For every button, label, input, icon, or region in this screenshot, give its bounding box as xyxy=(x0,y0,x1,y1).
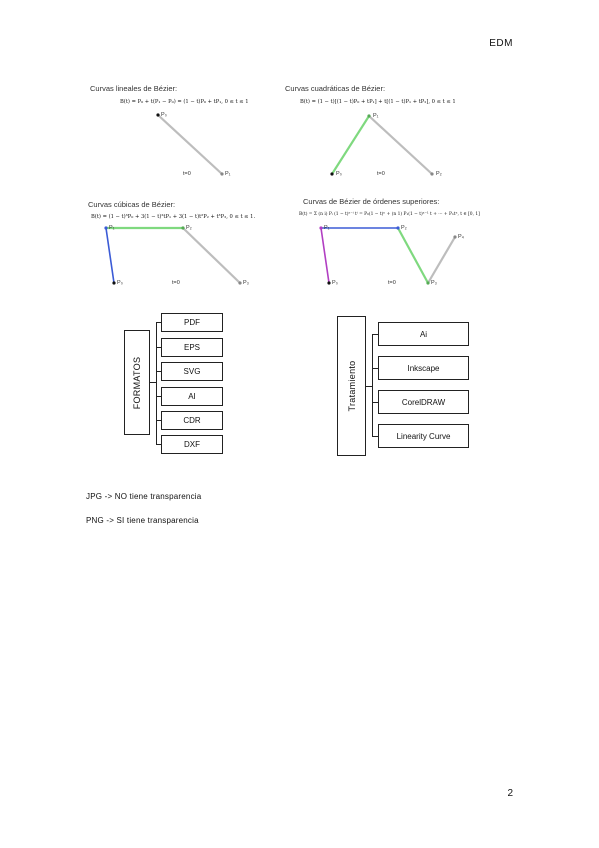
tratamiento-spine xyxy=(372,334,373,437)
software-ai: Ai xyxy=(378,322,469,346)
quadratic-point-p2 xyxy=(430,172,434,176)
quadratic-bezier-formula: B(t) = (1 − t)[(1 − t)P₀ + tP₁] + t[(1 −… xyxy=(300,99,456,105)
formatos-branch xyxy=(156,420,162,421)
tratamiento-connector xyxy=(366,386,372,387)
higher-label-p2: P₂ xyxy=(401,225,407,231)
higher-point-p1 xyxy=(319,226,323,230)
linear-label-t: t=0 xyxy=(183,171,191,177)
note-jpg: JPG -> NO tiene transparencia xyxy=(86,492,202,501)
higher-segment-4 xyxy=(427,236,456,284)
higher-point-p2 xyxy=(396,226,400,230)
cubic-label-p3: P₃ xyxy=(243,280,249,286)
cubic-point-p1 xyxy=(104,226,108,230)
formato-pdf: PDF xyxy=(161,313,223,332)
higher-segment-1 xyxy=(320,227,330,284)
cubic-segment-1 xyxy=(105,227,115,284)
formato-cdr: CDR xyxy=(161,411,223,430)
formatos-label: FORMATOS xyxy=(132,356,142,409)
higher-label-t: t=0 xyxy=(388,280,396,286)
cubic-point-p2 xyxy=(181,226,185,230)
higher-point-p3 xyxy=(426,281,430,285)
software-linearity-curve: Linearity Curve xyxy=(378,424,469,448)
cubic-point-p3 xyxy=(238,281,242,285)
linear-segment xyxy=(157,114,223,175)
formatos-label-box: FORMATOS xyxy=(124,330,150,435)
cubic-point-p0 xyxy=(112,281,116,285)
tratamiento-branch xyxy=(372,368,379,369)
higher-point-p4 xyxy=(453,235,457,239)
tratamiento-branch xyxy=(372,402,379,403)
higher-bezier-title: Curvas de Bézier de órdenes superiores: xyxy=(303,197,440,206)
formatos-spine xyxy=(156,322,157,444)
tratamiento-label: Tratamiento xyxy=(346,360,357,412)
quadratic-bezier-title: Curvas cuadráticas de Bézier: xyxy=(285,84,386,93)
quadratic-point-p1 xyxy=(367,114,371,118)
quadratic-label-p0: P₀ xyxy=(336,171,342,177)
document-header: EDM xyxy=(489,38,513,49)
higher-segment-3 xyxy=(397,227,429,284)
formatos-branch xyxy=(156,371,162,372)
quadratic-segment-2 xyxy=(368,115,433,175)
tratamiento-branch xyxy=(372,334,379,335)
formato-ai: AI xyxy=(161,387,223,406)
formato-eps: EPS xyxy=(161,338,223,357)
formatos-branch xyxy=(156,347,162,348)
linear-label-p1: P₁ xyxy=(225,171,231,177)
formatos-branch xyxy=(156,444,162,445)
quadratic-label-t: t=0 xyxy=(377,171,385,177)
higher-label-p4: P₄ xyxy=(458,234,464,240)
formatos-branch xyxy=(156,396,162,397)
tratamiento-label-box: Tratamiento xyxy=(337,316,366,456)
quadratic-label-p2: P₂ xyxy=(436,171,442,177)
quadratic-label-p1: P₁ xyxy=(373,113,379,119)
cubic-label-t: t=0 xyxy=(172,280,180,286)
cubic-label-p1: P₁ xyxy=(109,225,115,231)
higher-bezier-formula: B(t) = Σ (n i) Pᵢ (1 − t)ⁿ⁻ⁱ tⁱ = P₀(1 −… xyxy=(299,212,480,217)
linear-point-p0 xyxy=(156,113,160,117)
software-coreldraw: CorelDRAW xyxy=(378,390,469,414)
linear-bezier-formula: B(t) = P₀ + t(P₁ − P₀) = (1 − t)P₀ + tP₁… xyxy=(120,99,249,105)
higher-label-p0: P₀ xyxy=(332,280,338,286)
cubic-label-p2: P₂ xyxy=(186,225,192,231)
note-png: PNG -> SI tiene transparencia xyxy=(86,516,199,525)
tratamiento-branch xyxy=(372,436,379,437)
linear-point-p1 xyxy=(220,172,224,176)
formato-dxf: DXF xyxy=(161,435,223,454)
formato-svg: SVG xyxy=(161,362,223,381)
software-inkscape: Inkscape xyxy=(378,356,469,380)
formatos-branch xyxy=(156,322,162,323)
higher-point-p0 xyxy=(327,281,331,285)
quadratic-point-p0 xyxy=(330,172,334,176)
page-number: 2 xyxy=(507,788,513,799)
cubic-label-p0: P₀ xyxy=(117,280,123,286)
cubic-bezier-title: Curvas cúbicas de Bézier: xyxy=(88,200,176,209)
cubic-segment-3 xyxy=(182,227,241,284)
higher-label-p1: P₁ xyxy=(324,225,330,231)
quadratic-segment-1 xyxy=(331,115,370,175)
cubic-bezier-formula: B(t) = (1 − t)³P₀ + 3(1 − t)²tP₁ + 3(1 −… xyxy=(91,214,256,220)
formatos-connector xyxy=(150,382,156,383)
linear-label-p0: P₀ xyxy=(161,112,167,118)
higher-label-p3: P₃ xyxy=(431,280,437,286)
linear-bezier-title: Curvas lineales de Bézier: xyxy=(90,84,178,93)
